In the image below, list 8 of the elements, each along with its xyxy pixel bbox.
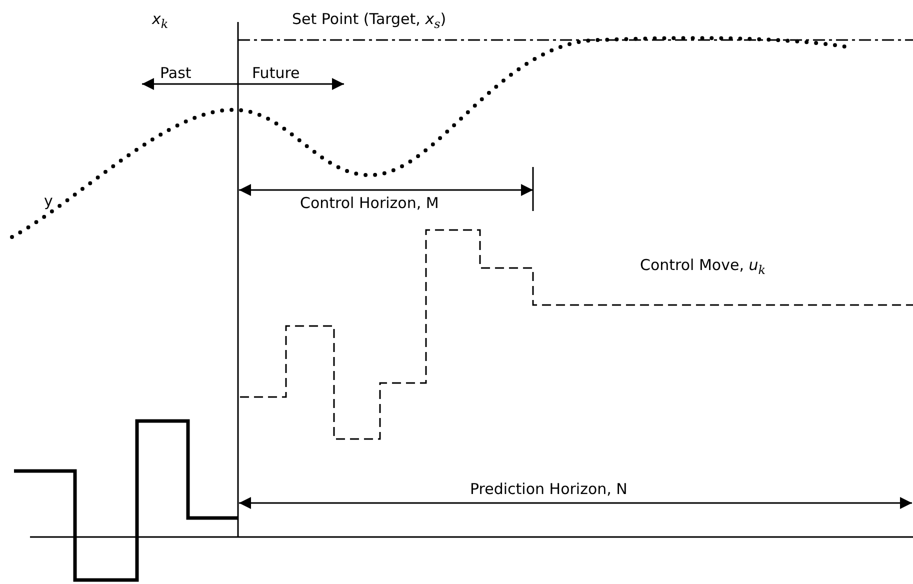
curve-label: Control Move, u$_{k}$ bbox=[640, 256, 766, 279]
time-label: Past bbox=[160, 64, 192, 82]
dimension-label: Control Horizon, M bbox=[300, 194, 439, 212]
curve-label: y bbox=[44, 192, 53, 210]
dimension-label: Prediction Horizon, N bbox=[470, 480, 628, 498]
variable-label: x$_{k}$ bbox=[152, 10, 168, 33]
time-label: Future bbox=[252, 64, 300, 82]
setpoint-label: Set Point (Target, x$_{s}$) bbox=[292, 10, 446, 33]
